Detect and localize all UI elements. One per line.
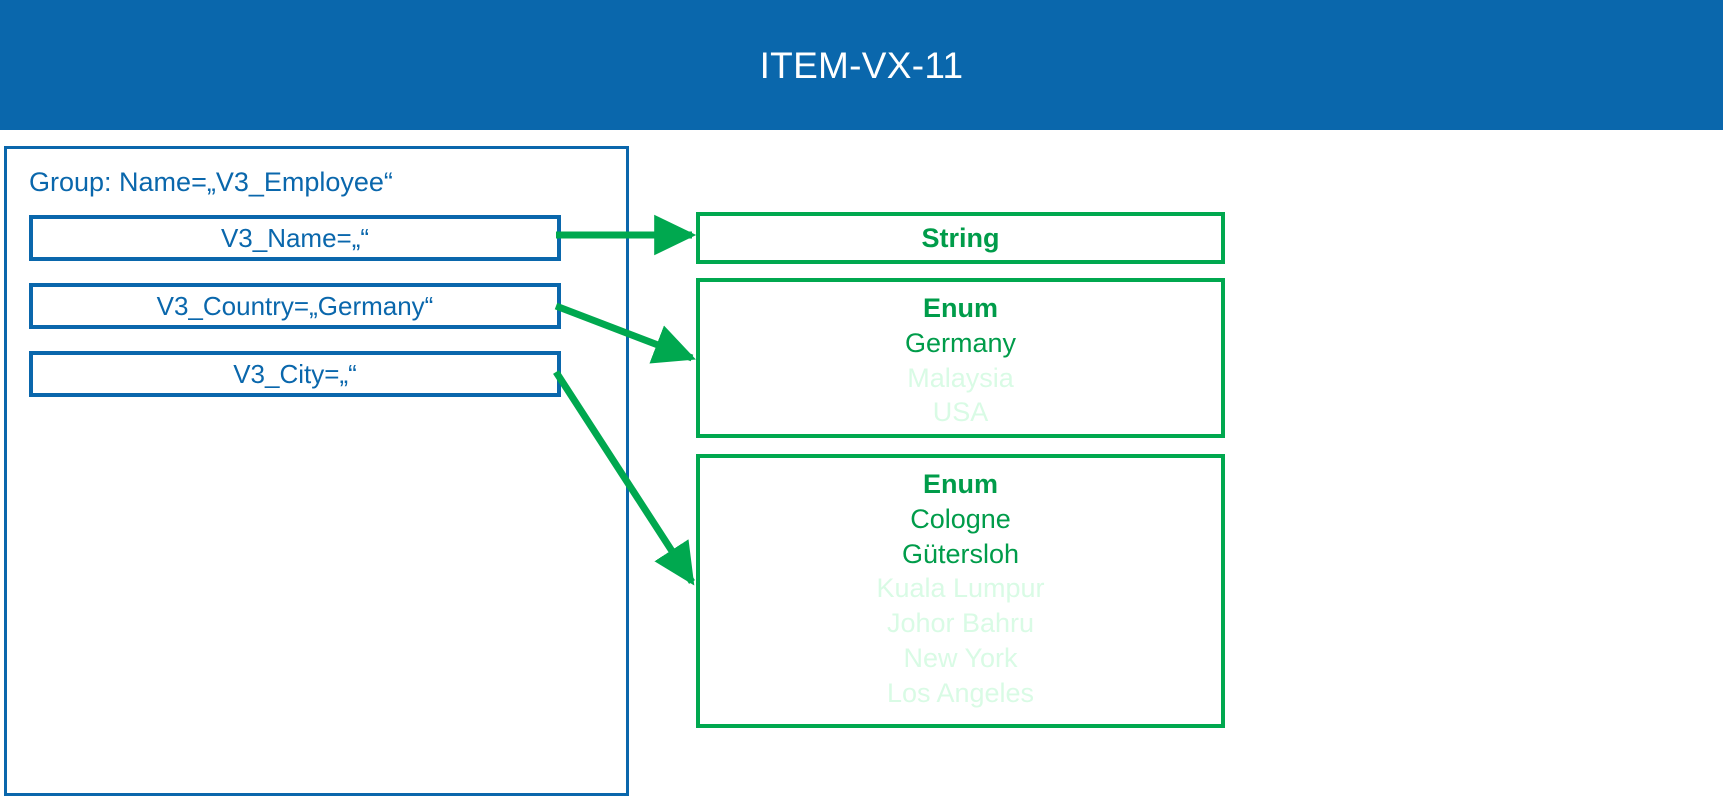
enum-value: Germany [904,327,1017,358]
enum-value: Gütersloh [901,538,1020,569]
enum-value: Kuala Lumpur [876,573,1045,604]
enum-value: New York [903,643,1018,674]
attribute-box-city[interactable]: V3_City=„“ [29,351,561,397]
enum-value: Johor Bahru [886,608,1035,639]
group-label: Group: Name=„V3_Employee“ [29,167,393,197]
enum-value: Cologne [910,503,1011,534]
type-box-string[interactable]: String [696,212,1225,264]
group-box: Group: Name=„V3_Employee“ V3_Name=„“ V3_… [4,146,629,796]
enum-value: USA [932,397,989,428]
attribute-label: V3_Country=„Germany“ [156,291,434,321]
attribute-label: V3_City=„“ [233,359,357,389]
enum-value: Los Angeles [886,677,1035,708]
type-box-enum-city[interactable]: Enum Cologne Gütersloh Kuala Lumpur Joho… [696,454,1225,728]
type-kind-label: Enum [922,293,998,323]
type-kind-label: String [921,222,1000,253]
title-bar: ITEM-VX-11 [0,0,1723,130]
type-kind-label: Enum [922,469,998,499]
attribute-box-name[interactable]: V3_Name=„“ [29,215,561,261]
type-box-enum-country[interactable]: Enum Germany Malaysia USA [696,278,1225,438]
enum-value: Malaysia [907,362,1014,393]
attribute-label: V3_Name=„“ [220,223,370,253]
attribute-box-country[interactable]: V3_Country=„Germany“ [29,283,561,329]
page-title: ITEM-VX-11 [759,44,964,86]
